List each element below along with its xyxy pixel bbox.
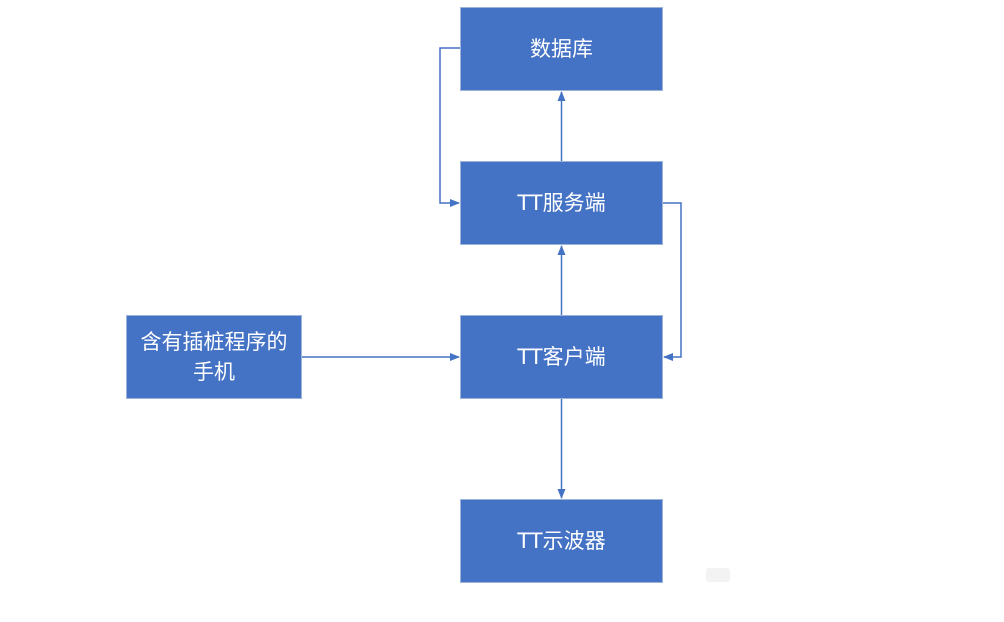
tt-oscilloscope-label: TT示波器 (517, 529, 606, 553)
tt-client-label: TT客户端 (517, 345, 606, 369)
tt-client-node: TT客户端 (460, 315, 663, 399)
tt-oscilloscope-node: TT示波器 (460, 499, 663, 583)
database-label: 数据库 (530, 37, 593, 61)
instrumented-phone-label: 含有插桩程序的 手机 (140, 330, 288, 384)
background-artifact (706, 568, 730, 582)
database-node: 数据库 (460, 7, 663, 91)
tt-server-node: TT服务端 (460, 161, 663, 245)
tt-server-label: TT服务端 (517, 191, 606, 215)
edge-database-to-server (439, 47, 460, 207)
instrumented-phone-node: 含有插桩程序的 手机 (126, 315, 302, 399)
edge-server-to-client (663, 202, 682, 361)
